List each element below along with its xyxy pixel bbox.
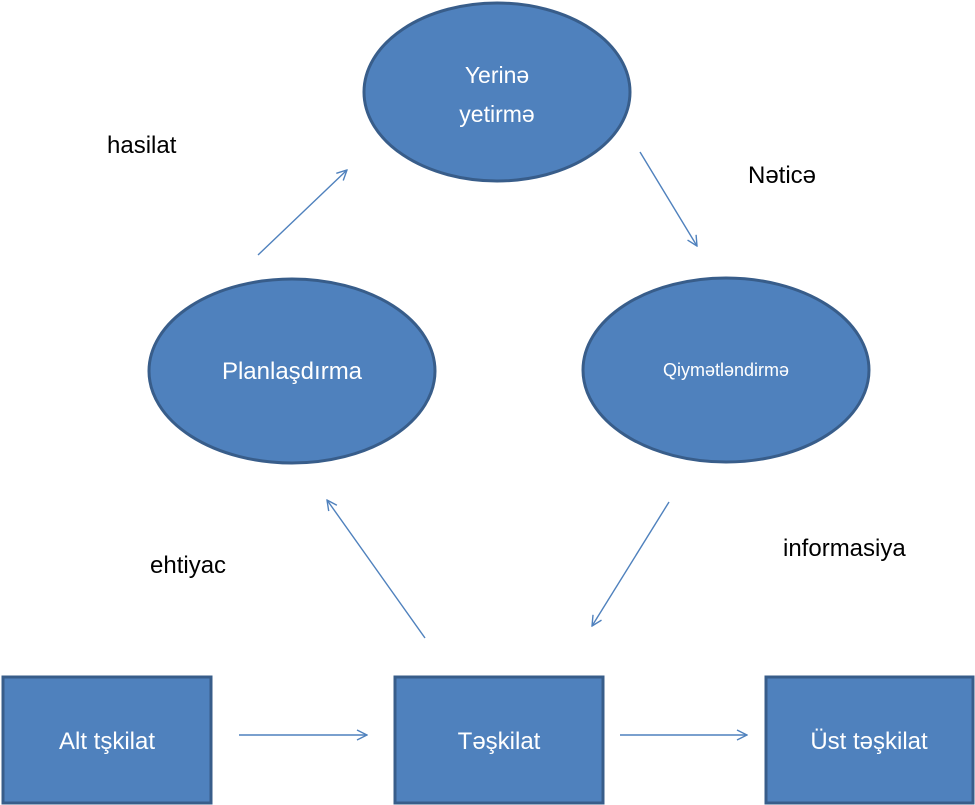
edge-label-information: informasiya <box>783 535 906 562</box>
edge-label-result: Nəticə <box>748 162 816 189</box>
node-execution-label-line2: yetirmə <box>459 101 534 127</box>
edge-label-output: hasilat <box>107 132 177 159</box>
node-organization: Təşkilat <box>393 675 605 805</box>
node-execution: Yerinə yetirmə <box>362 1 632 183</box>
arrow-evaluation-to-organization <box>592 501 670 626</box>
edge-label-need: ehtiyac <box>150 552 226 579</box>
arrow-planning-to-execution <box>257 170 347 256</box>
node-planning-label: Planlaşdırma <box>222 358 363 385</box>
node-evaluation-label: Qiymətləndirmə <box>663 360 789 380</box>
arrow-execution-to-evaluation <box>639 151 697 246</box>
node-upper-organization: Üst təşkilat <box>764 675 975 805</box>
node-organization-label: Təşkilat <box>458 728 541 755</box>
node-execution-label-line1: Yerinə <box>465 62 529 88</box>
arrow-organization-to-planning <box>327 500 426 639</box>
node-sub-organization: Alt tşkilat <box>1 675 213 805</box>
node-sub-organization-label: Alt tşkilat <box>59 728 155 755</box>
node-planning: Planlaşdırma <box>147 277 437 465</box>
node-evaluation: Qiymətləndirmə <box>581 276 871 464</box>
node-upper-organization-label: Üst təşkilat <box>810 728 928 755</box>
